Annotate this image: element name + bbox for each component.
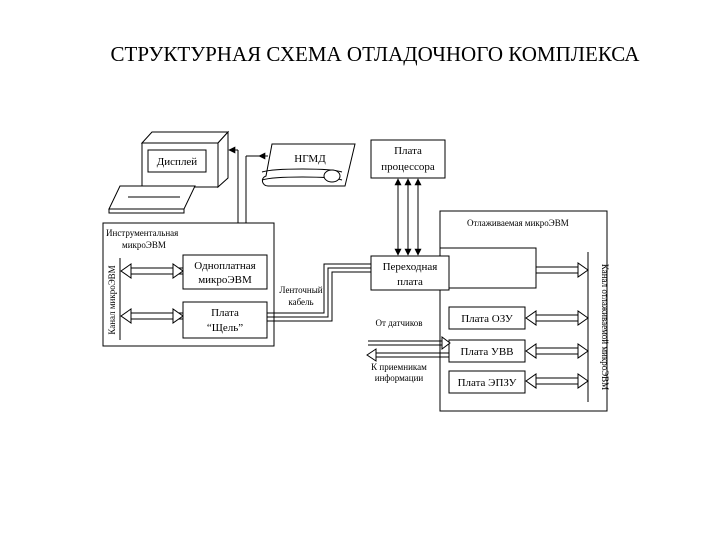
bus-link-slot — [120, 308, 184, 324]
single-board-computer — [182, 254, 268, 290]
instrumental-bus-label: Канал микроЭВМ — [107, 265, 117, 334]
io-board — [448, 339, 526, 363]
io-board-label: Плата УВВ — [460, 346, 513, 358]
from-sensors-label: От датчиков — [376, 318, 423, 328]
ram-board — [448, 306, 526, 330]
to-receivers-label: К приемникам — [371, 362, 427, 372]
bus-link-ram — [525, 310, 589, 326]
display-terminal: Дисплей — [108, 130, 230, 214]
slot-board-label-2: “Щель” — [207, 322, 243, 334]
rom-board — [448, 370, 526, 394]
page-title: СТРУКТУРНАЯ СХЕМА ОТЛАДОЧНОГО КОМПЛЕКСА — [111, 42, 641, 66]
ribbon-cable-label: Ленточный — [279, 285, 322, 295]
target-bus-label: Канал отлаживаемой микроЭВМ — [600, 264, 610, 390]
target-computer-label: Отлаживаемая микроЭВМ — [467, 218, 569, 228]
adapter-board — [370, 255, 450, 291]
to-receivers-label-2: информации — [375, 373, 424, 383]
slot-board — [182, 301, 268, 339]
bus-link-rom — [525, 373, 589, 389]
ribbon-cable — [267, 263, 372, 322]
cpu-board-label-2: процессора — [381, 161, 435, 173]
fdd-unit: НГМД — [261, 143, 356, 187]
adapter-board-label-2: плата — [397, 276, 423, 288]
cpu-board — [370, 139, 446, 179]
ram-board-label: Плата ОЗУ — [461, 313, 513, 325]
bus-link-io — [525, 343, 589, 359]
bus-link-single — [120, 263, 184, 279]
fdd-label: НГМД — [294, 153, 326, 165]
adapter-board-label: Переходная — [383, 261, 438, 273]
display-label: Дисплей — [157, 156, 198, 168]
ribbon-cable-label-2: кабель — [288, 297, 313, 307]
receivers-output-arrow — [366, 348, 449, 362]
slot-board-label: Плата — [211, 307, 239, 319]
sensors-input-arrow — [368, 336, 451, 350]
single-board-label: Одноплатная — [194, 260, 255, 272]
rom-board-label: Плата ЭПЗУ — [458, 377, 517, 389]
single-board-label-2: микроЭВМ — [198, 274, 252, 286]
bus-link-adapter — [536, 262, 589, 278]
cpu-board-label: Плата — [394, 145, 422, 157]
instrumental-computer-label: Инструментальная — [106, 228, 178, 238]
instrumental-computer-label-2: микроЭВМ — [122, 240, 166, 250]
